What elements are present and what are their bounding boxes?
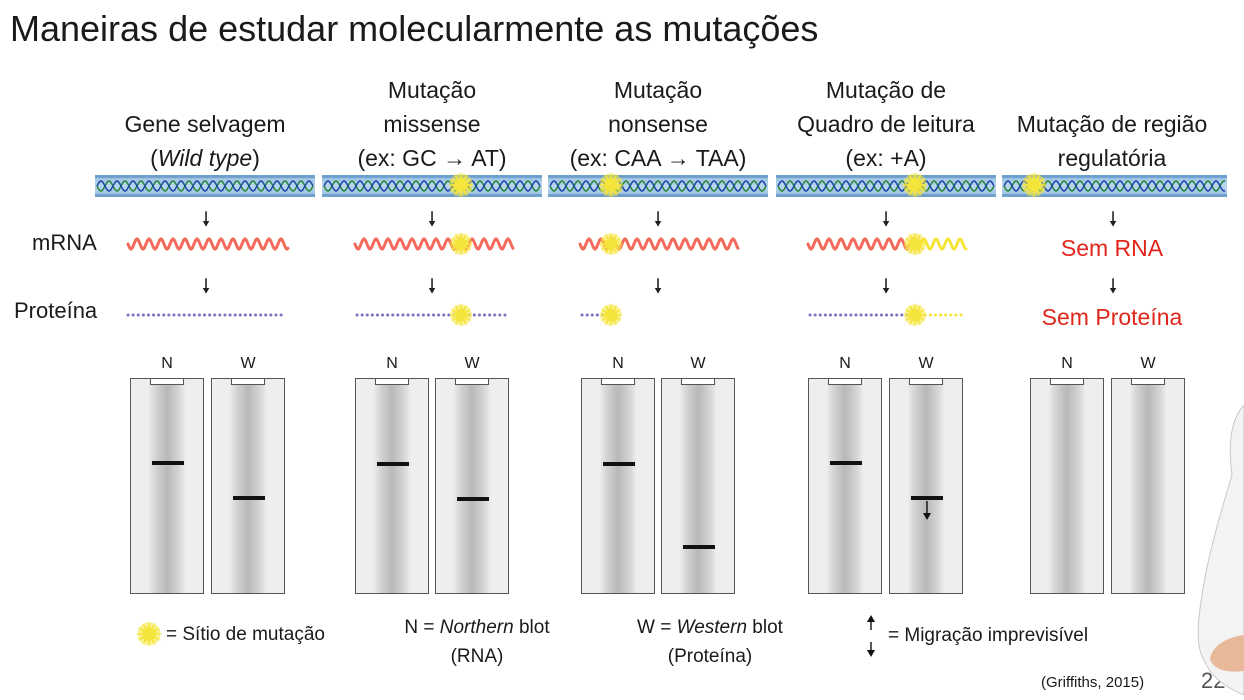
down-arrow-icon: 🠗	[653, 276, 663, 298]
legend-northern-line: N = Northern blot	[404, 617, 550, 638]
mrna-wave	[353, 237, 515, 251]
heading-line: Quadro de leitura	[797, 111, 975, 137]
mutation-star-icon	[1021, 172, 1047, 198]
gel-band	[683, 545, 715, 549]
legend-western-line: W = Western blot	[637, 617, 783, 638]
gel-lane-western-regulatory	[1111, 378, 1185, 594]
column-heading-missense: Mutação missense (ex: GC → AT)	[322, 70, 542, 175]
down-arrow-icon: 🠗	[653, 209, 663, 231]
heading-line: missense	[383, 111, 481, 137]
dna-strip-wild-type	[95, 175, 315, 197]
no-rna-text: Sem RNA	[1060, 235, 1164, 261]
gel-band	[233, 496, 265, 500]
dna-helix-graphic	[777, 180, 995, 192]
lane-label-w: W	[464, 355, 480, 372]
mutation-star-icon	[599, 303, 623, 327]
mrna-wave	[806, 237, 917, 251]
mrna-wave	[126, 237, 290, 251]
legend-migration: = Migração imprevisível	[888, 625, 1089, 646]
gel-band	[830, 461, 862, 465]
heading-line: nonsense	[608, 111, 708, 137]
lane-label-n: N	[612, 355, 624, 372]
lane-label-n: N	[386, 355, 398, 372]
presenter-figure	[1197, 405, 1244, 696]
gel-lane-western-frameshift	[889, 378, 963, 594]
heading-line: (ex: CAA → TAA)	[569, 145, 747, 171]
gel-lane-northern-nonsense	[581, 378, 655, 594]
down-arrow-icon: 🠗	[1108, 209, 1118, 231]
column-heading-regulatory: Mutação de região regulatória	[1002, 70, 1222, 175]
mrna-lines	[126, 237, 968, 251]
down-arrow-icon: 🠗	[881, 276, 891, 298]
gel-lane-western-missense	[435, 378, 509, 594]
dna-strip-missense	[322, 175, 542, 197]
down-arrow-icon: 🠗	[201, 209, 211, 231]
heading-line: (Wild type)	[150, 145, 260, 171]
gel-lane-northern-regulatory	[1030, 378, 1104, 594]
lane-label-n: N	[839, 355, 851, 372]
gel-band	[152, 461, 184, 465]
dna-strip-regulatory	[1002, 175, 1227, 197]
mutation-star-icon	[449, 303, 473, 327]
lane-label-n: N	[161, 355, 173, 372]
down-arrow-icon	[923, 501, 931, 520]
gel-lane-northern-missense	[355, 378, 429, 594]
legend-mutation-site: = Sítio de mutação	[166, 624, 325, 645]
double-arrow-icon	[867, 615, 875, 657]
down-arrow-icon: 🠗	[427, 276, 437, 298]
mutation-star-icon	[449, 232, 473, 256]
page-title: Maneiras de estudar molecularmente as mu…	[10, 8, 819, 49]
lane-label-n: N	[1061, 355, 1073, 372]
mutation-markers	[448, 172, 1047, 327]
lane-label-w: W	[918, 355, 934, 372]
heading-line: (ex: GC → AT)	[357, 145, 507, 171]
dna-strip-frameshift	[776, 175, 996, 197]
heading-line: Mutação	[613, 77, 703, 103]
column-heading-frameshift: Mutação de Quadro de leitura (ex: +A)	[776, 70, 996, 175]
gel-lane-western-nonsense	[661, 378, 735, 594]
heading-line: Mutação de região	[1016, 111, 1208, 137]
gel-lane-western-wild-type	[211, 378, 285, 594]
heading-line: (ex: +A)	[845, 145, 927, 171]
mutation-star-shape	[136, 621, 162, 647]
mutation-star-icon	[598, 172, 624, 198]
column-heading-nonsense: Mutação nonsense (ex: CAA → TAA)	[548, 70, 768, 175]
legend-western-sub: (Proteína)	[667, 646, 753, 667]
lane-label-w: W	[1140, 355, 1156, 372]
mutation-star-icon	[903, 232, 927, 256]
mutation-star-icon	[599, 232, 623, 256]
row-label-protein: Proteína	[14, 298, 98, 323]
down-arrow-icon: 🠗	[427, 209, 437, 231]
no-protein-text: Sem Proteína	[1041, 304, 1183, 330]
column-heading-wild-type: Gene selvagem (Wild type)	[95, 70, 315, 175]
gel-band	[377, 462, 409, 466]
mutation-star-icon	[902, 172, 928, 198]
dna-helix-graphic	[549, 180, 767, 192]
gel-lane-northern-frameshift	[808, 378, 882, 594]
dna-helix-graphic	[323, 180, 541, 192]
legend-northern-blot: N = Northern blot (RNA)	[382, 613, 572, 671]
heading-line: Mutação	[387, 77, 477, 103]
gel-lane-northern-wild-type	[130, 378, 204, 594]
row-label-mrna: mRNA	[32, 230, 97, 255]
gel-band	[911, 496, 943, 500]
down-arrow-icon: 🠗	[1108, 276, 1118, 298]
heading-line: Mutação de	[825, 77, 947, 103]
legend-western-blot: W = Western blot (Proteína)	[615, 613, 805, 671]
gel-band	[457, 497, 489, 501]
down-arrow-icon: 🠗	[201, 276, 211, 298]
mutation-star-icon	[448, 172, 474, 198]
lane-label-w: W	[240, 355, 256, 372]
mutation-star-icon	[903, 303, 927, 327]
down-arrow-icon: 🠗	[881, 209, 891, 231]
gel-band	[603, 462, 635, 466]
citation: (Griffiths, 2015)	[1041, 674, 1145, 691]
dna-helix-graphic	[96, 180, 314, 192]
legend-northern-sub: (RNA)	[450, 646, 504, 667]
mutation-star-icon	[136, 621, 162, 647]
heading-line: Gene selvagem	[124, 111, 286, 137]
lane-label-w: W	[690, 355, 706, 372]
heading-line: regulatória	[1057, 145, 1167, 171]
